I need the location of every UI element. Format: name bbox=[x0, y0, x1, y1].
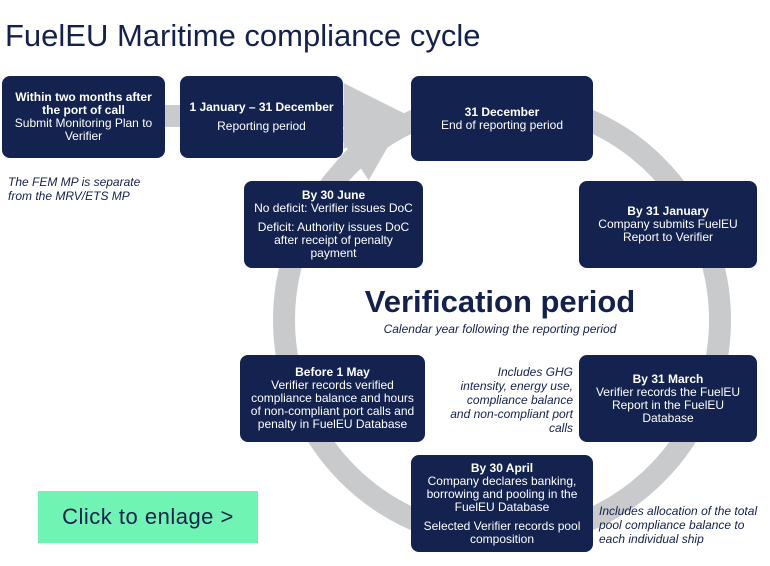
step-doc-issuance: By 30 June No deficit: Verifier issues D… bbox=[244, 181, 423, 268]
verification-period-title: Verification period bbox=[364, 284, 636, 319]
step-verified-balance: Before 1 May Verifier records verified c… bbox=[240, 355, 425, 442]
verification-period-subtitle: Calendar year following the reporting pe… bbox=[383, 322, 617, 336]
step-pooling: By 30 April Company declares banking, bo… bbox=[411, 455, 593, 552]
step-heading: 31 December bbox=[464, 104, 540, 119]
step-text: Submit Monitoring Plan to Verifier bbox=[14, 116, 153, 143]
step-heading: 1 January – 31 December bbox=[189, 100, 334, 114]
step-text: Company submits FuelEU Report to Verifie… bbox=[598, 217, 738, 244]
step-text: Reporting period bbox=[217, 119, 306, 133]
page-title: FuelEU Maritime compliance cycle bbox=[5, 18, 481, 53]
step-heading: By 31 March bbox=[632, 371, 704, 386]
step-heading: By 30 April bbox=[470, 460, 534, 475]
step-text: No deficit: Verifier issues DoC bbox=[254, 201, 413, 215]
note-pool: Includes allocation of the total pool co… bbox=[599, 504, 758, 546]
step-text: Verifier records verified compliance bal… bbox=[250, 378, 415, 431]
step-reporting-period: 1 January – 31 December Reporting period bbox=[180, 76, 343, 158]
step-heading: Before 1 May bbox=[295, 365, 370, 379]
step-end-of-period: 31 December End of reporting period bbox=[411, 76, 593, 161]
note-fem-mp: The FEM MP is separate from the MRV/ETS … bbox=[8, 175, 141, 203]
step-text: Verifier records the FuelEU Report in th… bbox=[595, 384, 741, 425]
step-text: Company declares banking, borrowing and … bbox=[426, 473, 578, 514]
step-heading: By 31 January bbox=[627, 204, 709, 218]
click-to-enlarge-button[interactable]: Click to enlage > bbox=[38, 491, 258, 543]
step-monitoring-plan: Within two months after the port of call… bbox=[2, 76, 165, 158]
note-ghg: Includes GHG intensity, energy use, comp… bbox=[450, 365, 573, 435]
step-submit-report: By 31 January Company submits FuelEU Rep… bbox=[579, 181, 757, 268]
step-text-secondary: Selected Verifier records pool compositi… bbox=[423, 518, 581, 546]
step-heading: Within two months after the port of call bbox=[15, 90, 152, 117]
step-text: End of reporting period bbox=[440, 117, 564, 132]
step-text-secondary: Deficit: Authority issues DoC after rece… bbox=[257, 220, 410, 260]
step-record-report: By 31 March Verifier records the FuelEU … bbox=[579, 355, 757, 442]
step-heading: By 30 June bbox=[301, 188, 366, 202]
